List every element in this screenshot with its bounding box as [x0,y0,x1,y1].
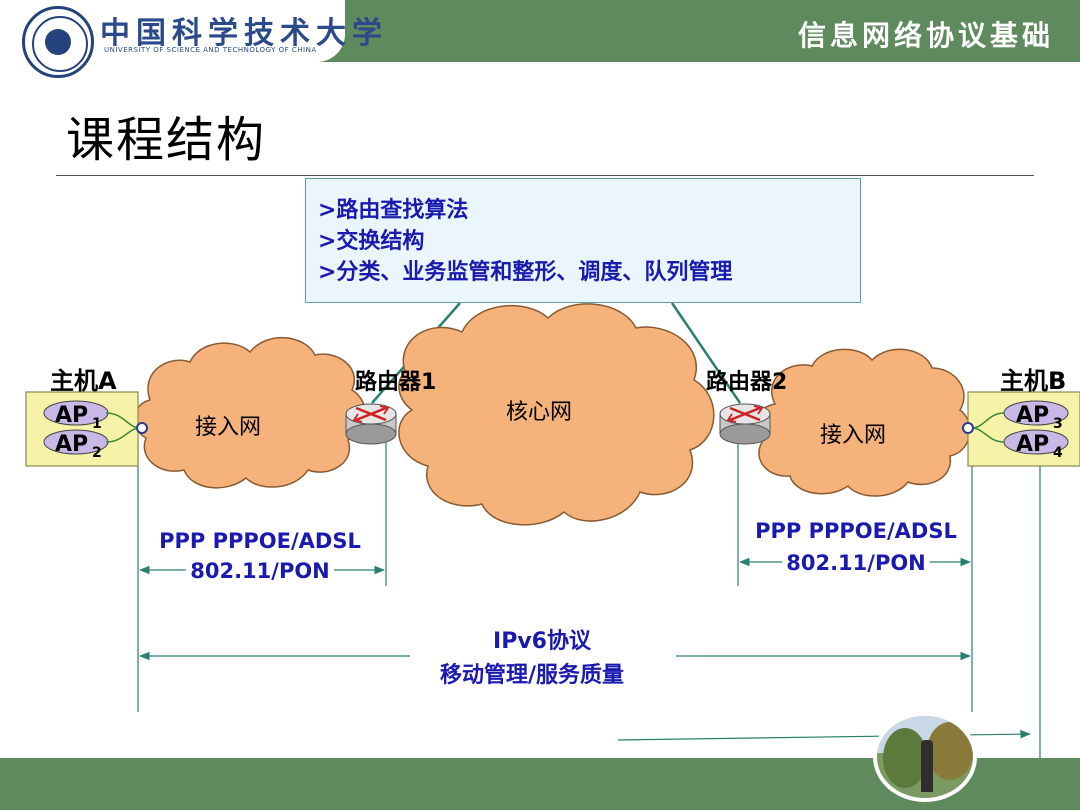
host-a-label: 主机A [50,367,117,395]
right-protocol-line2: 802.11/PON [786,551,926,575]
ap4-subscript: 4 [1053,445,1063,461]
access-network-right-label: 接入网 [820,423,886,448]
university-name-cn: 中国科学技术大学 [100,16,388,51]
ap2-subscript: 2 [92,445,102,461]
ap1-label: AP [55,403,88,428]
ap2-label: AP [55,432,88,457]
router-topics-callout: >路由查找算法 >交换结构 >分类、业务监管和整形、调度、队列管理 [305,178,861,303]
right-protocol-line1: PPP PPPOE/ADSL [755,519,957,543]
callout-line-2: >交换结构 [318,229,425,254]
router2-label: 路由器2 [706,369,787,395]
university-seal-icon [22,6,94,78]
core-network-label: 核心网 [506,400,572,425]
host-a-port-icon [136,422,148,434]
e2e-protocol-line1: IPv6协议 [493,629,592,654]
router1-icon [345,403,397,445]
access-network-left-label: 接入网 [195,415,261,440]
ap4-label: AP [1016,432,1049,457]
host-b-port-icon [962,422,974,434]
left-protocol-line1: PPP PPPOE/ADSL [159,529,361,553]
title-divider [56,175,1034,176]
ap4-link [971,427,1005,443]
callout-line-3: >分类、业务监管和整形、调度、队列管理 [318,260,733,285]
ap3-subscript: 3 [1053,416,1063,432]
callout-line-1: >路由查找算法 [318,198,469,223]
core-network-cloud [398,303,715,526]
statue-photo [873,712,977,802]
callout-pointer-right [670,302,742,404]
access-network-left-cloud [133,337,366,489]
host-b-label: 主机B [1000,367,1066,395]
course-name: 信息网络协议基础 [797,19,1054,52]
left-protocol-line2: 802.11/PON [190,559,330,583]
university-name-en: UNIVERSITY OF SCIENCE AND TECHNOLOGY OF … [104,46,317,54]
ap3-link [971,412,1005,429]
router1-label: 路由器1 [355,369,436,395]
router2-icon [719,403,771,445]
e2e-protocol-line2: 移动管理/服务质量 [440,662,624,688]
ap1-subscript: 1 [92,416,102,432]
ap3-label: AP [1016,403,1049,428]
access-network-right-cloud [752,348,971,497]
slide-title: 课程结构 [66,112,267,168]
